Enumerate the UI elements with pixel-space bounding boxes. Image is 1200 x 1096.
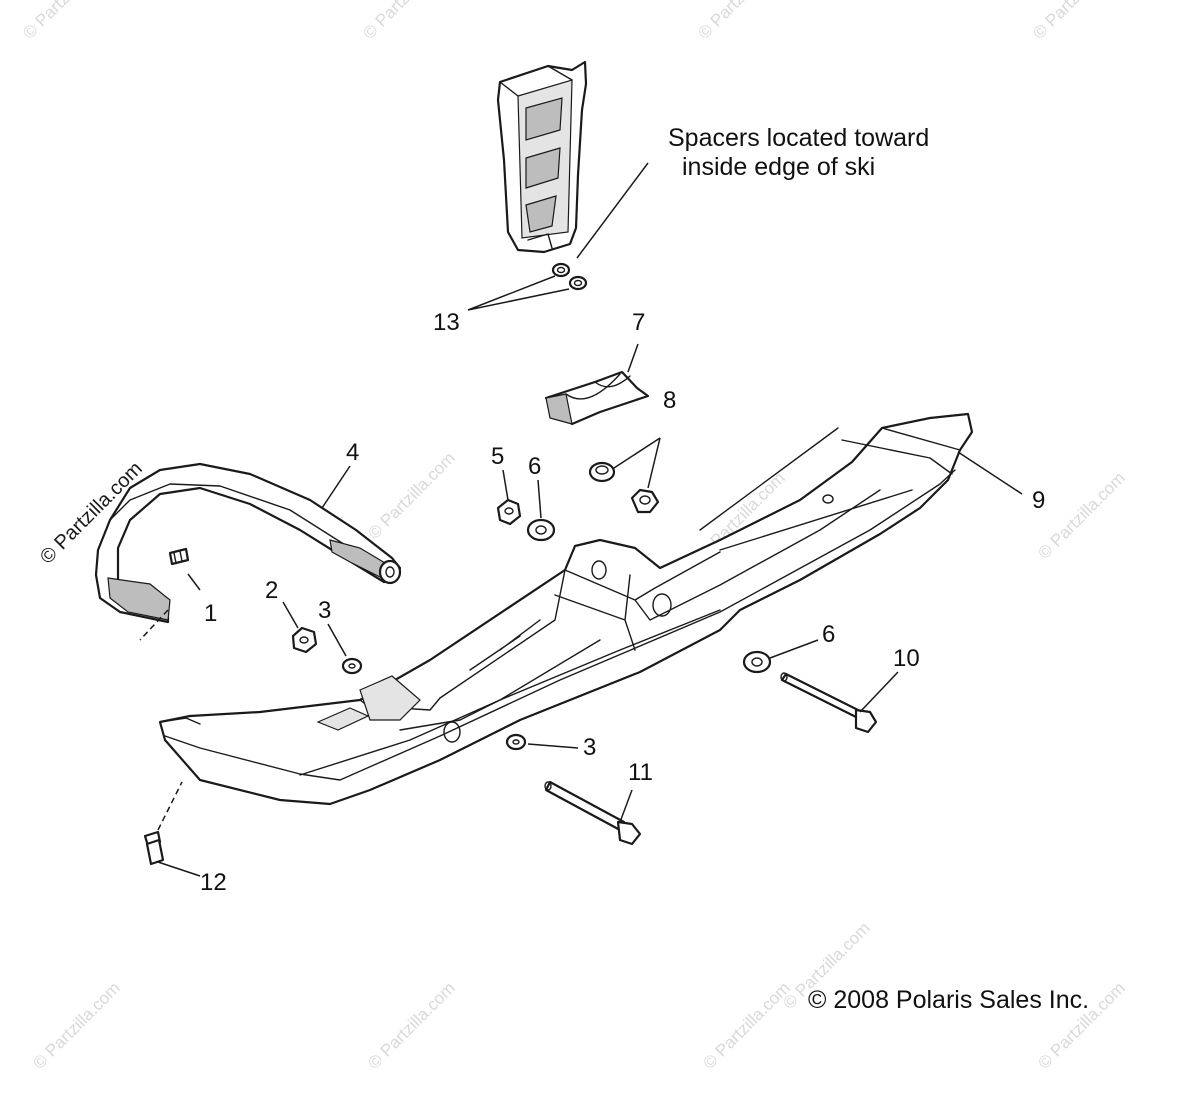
watermark: © Partzilla.com — [1029, 0, 1123, 43]
leader-10 — [859, 671, 899, 713]
watermark: © Partzilla.com — [364, 448, 458, 542]
note-leader — [576, 162, 649, 259]
washer-6-upper — [526, 518, 556, 542]
callout-9: 9 — [1032, 487, 1045, 514]
callout-8: 8 — [663, 387, 676, 414]
leader-2 — [282, 601, 299, 629]
note-line-2: inside edge of ski — [682, 153, 875, 181]
callout-12: 12 — [200, 869, 227, 896]
leader-12a — [157, 781, 183, 831]
callout-6b: 6 — [822, 621, 835, 648]
watermark: © Partzilla.com — [1034, 468, 1128, 562]
callout-4: 4 — [346, 439, 359, 466]
watermark: © Partzilla.com — [364, 978, 458, 1072]
callout-3a: 3 — [318, 597, 331, 624]
leader-6b — [769, 639, 819, 659]
bolt-10 — [780, 672, 878, 734]
nut-2 — [291, 626, 318, 654]
leader-8 — [613, 437, 661, 489]
watermark: © Partzilla.com — [359, 0, 453, 43]
callout-13: 13 — [433, 309, 460, 336]
watermark: © Partzilla.com — [19, 0, 113, 43]
screw-1 — [168, 547, 190, 566]
callout-7: 7 — [632, 309, 645, 336]
leader-13 — [467, 275, 570, 311]
nuts-8 — [588, 461, 660, 514]
callout-10: 10 — [893, 645, 920, 672]
leader-7 — [627, 343, 639, 373]
watermark: © Partzilla.com — [694, 0, 788, 43]
ski-body-9 — [158, 412, 974, 806]
copyright: © 2008 Polaris Sales Inc. — [808, 986, 1089, 1014]
washer-6-right — [742, 650, 772, 674]
leader-1a — [187, 573, 201, 591]
bolt-11 — [544, 780, 642, 846]
leader-3b — [527, 743, 579, 749]
leader-1b — [139, 609, 169, 641]
callout-3b: 3 — [583, 734, 596, 761]
leader-9 — [957, 451, 1023, 495]
ski-loop-4 — [94, 462, 402, 624]
leader-3a — [327, 623, 347, 657]
watermark: © Partzilla.com — [699, 978, 793, 1072]
leader-4 — [321, 465, 351, 509]
leader-6a — [537, 479, 542, 519]
washer-3-upper — [341, 657, 363, 675]
washer-3-lower — [505, 733, 527, 751]
leader-12b — [157, 861, 201, 877]
saddle-pad-7 — [544, 370, 650, 426]
callout-5: 5 — [491, 443, 504, 470]
watermark: © Partzilla.com — [29, 978, 123, 1072]
callout-11: 11 — [628, 759, 653, 786]
spacers-13 — [551, 262, 588, 291]
leader-5 — [502, 469, 509, 501]
callout-2: 2 — [265, 577, 278, 604]
screw-12 — [143, 830, 165, 866]
nut-5 — [496, 498, 522, 526]
leader-11 — [619, 789, 633, 823]
spindle-bracket — [496, 60, 588, 254]
note-line-1: Spacers located toward — [668, 124, 929, 152]
callout-1: 1 — [204, 600, 217, 627]
callout-6a: 6 — [528, 453, 541, 480]
